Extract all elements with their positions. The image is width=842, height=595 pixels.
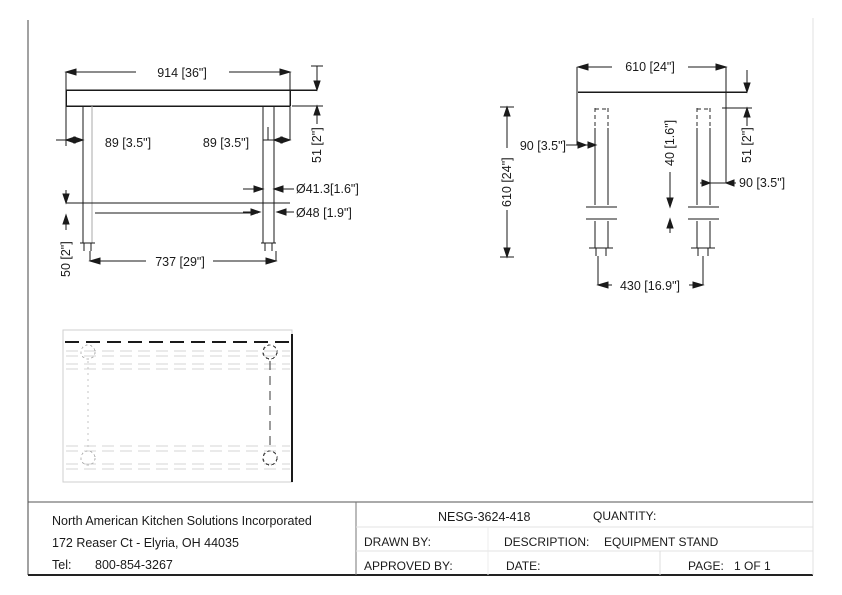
front-undershelf [66,202,290,214]
side-right-inset-dimension-lines [700,179,736,187]
front-leg-diameter-dim: Ø41.3[1.6"] [296,182,359,196]
page-label: PAGE: [688,559,724,573]
front-overall-width-dim: 914 [36"] [157,66,207,80]
description-label: DESCRIPTION: [504,535,589,549]
front-leg-diameter-leader [243,185,294,193]
company-address: 172 Reaser Ct - Elyria, OH 44035 [52,536,239,550]
front-foot-diameter-leader [243,208,294,216]
side-overall-height-dim: 610 [24"] [500,157,514,207]
quantity-label: QUANTITY: [593,509,656,523]
company-phone-label: Tel: [52,558,71,572]
side-top-thickness-dim: 51 [2"] [740,127,754,163]
drawn-by-label: DRAWN BY: [364,535,431,549]
front-elevation-view: 914 [36"] 89 [3.5"] 89 [3.5"] 51 [2"] [56,65,359,277]
side-hidden-leg-tops [594,108,711,128]
front-right-inset-dimension-lines [263,127,292,144]
title-block-lines [28,501,813,575]
front-foot-height-dim: 50 [2"] [59,241,73,277]
side-shelf-thickness-dimension-lines [666,172,674,233]
side-leg-inset-right-dim: 90 [3.5"] [739,176,785,190]
side-left-inset-dimension-lines [566,141,598,149]
plan-leg-centerlines [87,361,271,449]
front-foot-height-dimension-lines [62,190,70,230]
plan-leg-circle-bottom-left [80,450,96,466]
front-feet [80,242,276,251]
side-shelf-thickness-dim: 40 [1.6"] [663,120,677,166]
side-elevation-view: 610 [24"] 51 [2"] 90 [3.5"] 610 [24"] [500,60,785,293]
front-top-thickness-dim: 51 [2"] [310,127,324,163]
front-width-dimension-lines [64,68,292,140]
side-height-dimension-lines [500,105,514,259]
company-name: North American Kitchen Solutions Incorpo… [52,514,312,528]
sheet-border [27,18,814,576]
side-top-thickness-dimension-lines [722,70,752,126]
page-value: 1 OF 1 [734,559,771,573]
plan-leg-circle-top-left [80,344,96,360]
front-legs [82,106,275,243]
description-value: EQUIPMENT STAND [604,535,719,549]
company-phone-number: 800-854-3267 [95,558,173,572]
plan-leg-circle-bottom-right [262,450,278,466]
side-foot-spacing-dimension-lines [596,256,705,289]
side-depth-dimension-lines [576,63,728,183]
side-foot-spacing-dim: 430 [16.9"] [620,279,680,293]
title-block: North American Kitchen Solutions Incorpo… [28,501,813,575]
side-feet [589,247,715,256]
side-overall-depth-dim: 610 [24"] [625,60,675,74]
plan-hidden-shelf-lines [66,350,290,470]
side-legs [594,128,711,248]
front-leg-spacing-dim: 737 [29"] [155,255,205,269]
plan-leg-circle-top-right [262,344,278,360]
front-top-thickness-dimension-lines [292,65,323,124]
side-undershelf [586,206,719,220]
front-left-inset-dimension-lines [56,106,85,146]
plan-view [62,329,293,483]
approved-by-label: APPROVED BY: [364,559,453,573]
side-leg-inset-left-dim: 90 [3.5"] [520,139,566,153]
plan-table-edges [65,334,293,482]
front-leg-inset-right-dim: 89 [3.5"] [203,136,249,150]
model-number: NESG-3624-418 [438,510,530,524]
front-leg-inset-left-dim: 89 [3.5"] [105,136,151,150]
date-label: DATE: [506,559,540,573]
front-leg-spacing-dimension-lines [88,251,278,265]
front-tabletop [65,89,317,107]
plan-outline [62,329,293,483]
front-foot-diameter-dim: Ø48 [1.9"] [296,206,352,220]
